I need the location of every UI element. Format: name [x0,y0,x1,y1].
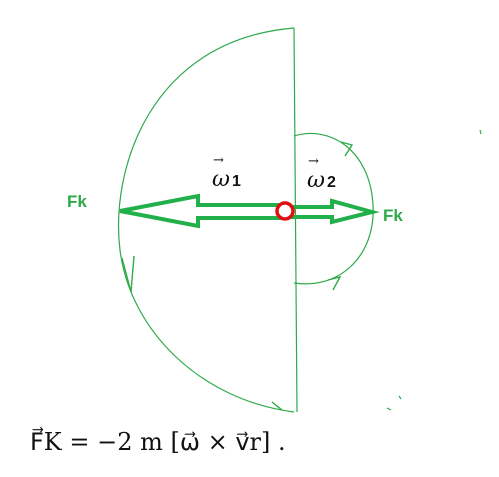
large-arc-tick-left [121,255,135,293]
large-arc [117,27,295,413]
omega-1-index: 1 [231,173,241,190]
small-arc-arrowhead-top [340,141,354,157]
stray-mark-3 [386,407,392,411]
coriolis-formula: F⃗K = −2 m [ω⃗ × v⃗r] . [30,428,286,456]
fk-left-label: Fk [67,192,87,211]
omega-1-arrow [119,193,284,229]
stray-mark-1 [479,129,482,135]
omega-2-symbol: ω [307,168,325,193]
small-arc-arrowhead-bottom [327,275,342,291]
omega-2-arrow [288,198,380,225]
omega-1-symbol: ω [212,167,230,192]
center-point [275,201,295,221]
fk-right-label: Fk [383,206,403,225]
vertical-axis [293,27,298,413]
large-arc-tick-bottom [271,401,283,411]
omega-1-label: ω1 [212,169,241,191]
omega-2-label: ω2 [307,170,336,192]
omega-2-index: 2 [326,174,336,191]
stray-mark-2 [398,395,402,400]
